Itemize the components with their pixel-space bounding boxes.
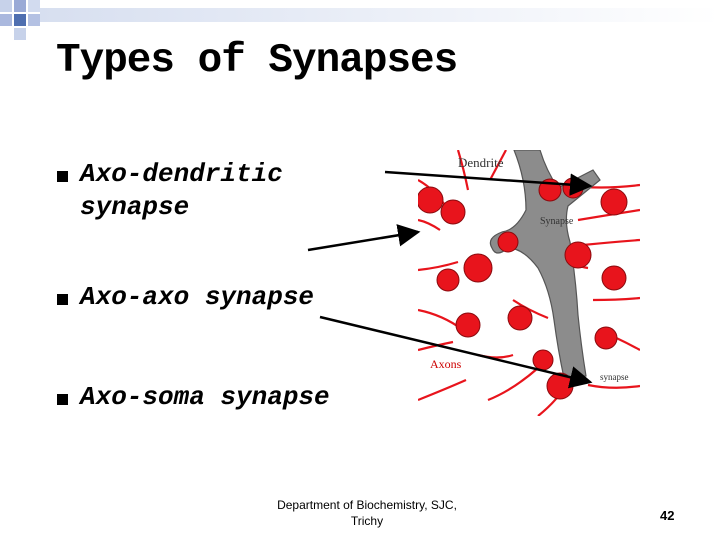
corner-decoration <box>0 0 720 40</box>
arrow-axo-dendritic-2 <box>307 224 421 252</box>
bullet-marker <box>57 394 68 405</box>
label-axons: Axons <box>430 357 462 371</box>
slide-title: Types of Synapses <box>56 38 458 84</box>
label-synapse-top: Synapse <box>540 216 574 227</box>
bullet-text: Axo-dendritic <box>80 159 283 189</box>
label-dendrite: Dendrite <box>458 155 504 170</box>
bullet-text: synapse <box>80 192 190 222</box>
footer-line: Department of Biochemistry, SJC, <box>277 498 457 512</box>
synapse-illustration: Dendrite Synapse Axons synapse <box>418 150 640 416</box>
label-synapse-bottom: synapse <box>600 372 629 382</box>
bullet-axo-axo: Axo-axo synapse <box>80 281 314 314</box>
bullet-marker <box>57 294 68 305</box>
page-number: 42 <box>660 508 675 523</box>
bullet-marker <box>57 171 68 182</box>
bullet-text: Axo-axo synapse <box>80 282 315 312</box>
bullet-text: Axo-soma synapse <box>80 382 330 412</box>
footer-line: Trichy <box>350 514 384 528</box>
bullet-axo-dendritic: Axo-dendritic synapse <box>80 158 283 224</box>
footer-department: Department of Biochemistry, SJC, Trichy <box>262 497 472 529</box>
bullet-axo-soma: Axo-soma synapse <box>80 381 330 414</box>
